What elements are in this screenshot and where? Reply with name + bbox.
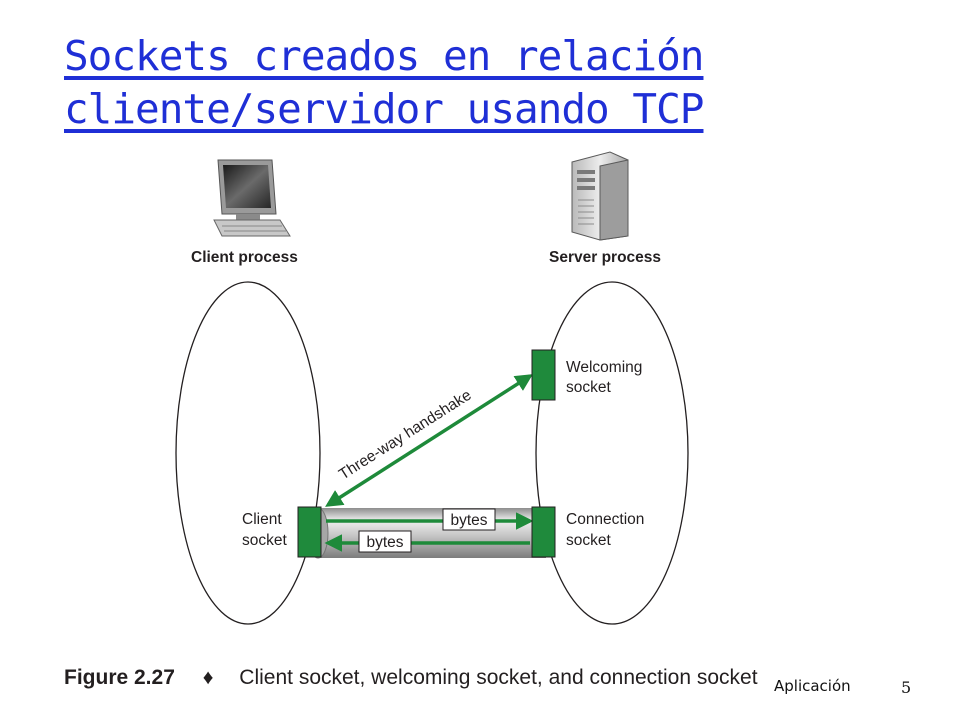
server-process-ellipse: [535, 281, 689, 625]
client-process-label: Client process: [191, 249, 298, 266]
client-process-ellipse: [175, 281, 321, 625]
connection-pipe: [307, 507, 546, 559]
slide-title: Sockets creados en relación cliente/serv…: [64, 30, 724, 136]
figure-caption-text: Client socket, welcoming socket, and con…: [239, 666, 758, 689]
caption-separator: ♦: [202, 666, 214, 689]
welcoming-socket: [531, 349, 556, 401]
connection-socket-label-line-1: Connection: [566, 511, 644, 528]
slide-number: 5: [901, 678, 912, 697]
welcoming-socket-label-line-2: socket: [566, 379, 611, 396]
slide-title-line-1: Sockets creados en relación: [64, 32, 704, 80]
handshake-arrow: [325, 374, 533, 507]
connection-socket: [531, 506, 556, 558]
figure-number: Figure 2.27: [64, 666, 175, 689]
server-icon: [571, 151, 629, 241]
client-socket-label-line-1: Client: [242, 511, 282, 528]
connection-socket-label-line-2: socket: [566, 532, 611, 549]
client-socket-label-line-2: socket: [242, 532, 287, 549]
handshake-label: Three-way handshake: [336, 387, 474, 484]
bytes-upper-label: bytes: [450, 512, 487, 529]
client-socket: [297, 506, 322, 558]
client-computer-icon: [213, 159, 291, 237]
figure-caption: Figure 2.27 ♦ Client socket, welcoming s…: [64, 666, 758, 690]
bytes-lower-label: bytes: [366, 534, 403, 551]
footer-section-label: Aplicación: [774, 677, 851, 695]
welcoming-socket-label-line-1: Welcoming: [566, 359, 642, 376]
server-process-label: Server process: [549, 249, 661, 266]
slide-title-line-2: cliente/servidor usando TCP: [64, 85, 704, 133]
